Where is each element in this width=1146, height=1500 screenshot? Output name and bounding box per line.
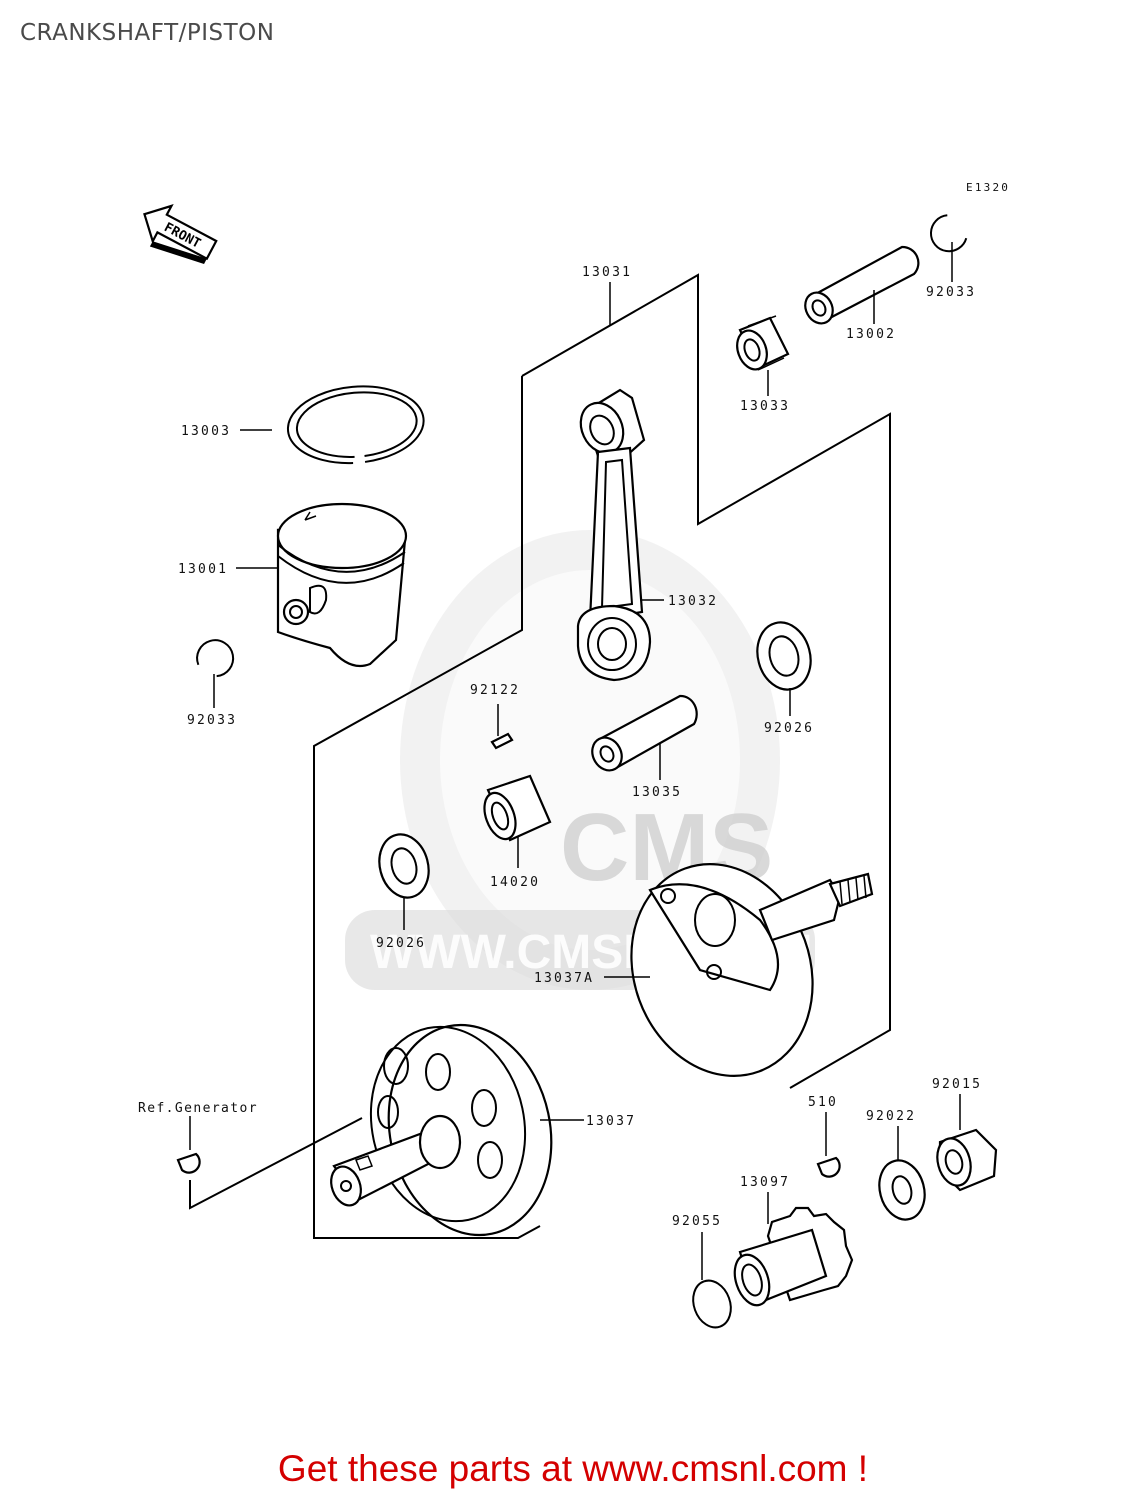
gear-icon — [733, 1206, 854, 1307]
connecting-rod-icon — [576, 388, 652, 682]
part-label-92033-left[interactable]: 92033 — [187, 713, 237, 728]
woodruff-key-icon — [176, 1152, 201, 1174]
part-label-13035[interactable]: 13035 — [632, 785, 682, 800]
diagram-code: E1320 — [966, 181, 1010, 194]
part-label-92122[interactable]: 92122 — [470, 683, 520, 698]
footer-link[interactable]: Get these parts at www.cmsnl.com ! — [277, 1448, 869, 1489]
part-label-13037A[interactable]: 13037A — [534, 971, 594, 986]
part-label-13001[interactable]: 13001 — [178, 562, 228, 577]
part-label-92055[interactable]: 92055 — [672, 1214, 722, 1229]
part-label-92033-top[interactable]: 92033 — [926, 285, 976, 300]
parts-diagram: CMS WWW.CMSNL.COM FRONT — [138, 181, 1010, 1329]
part-label-13002[interactable]: 13002 — [846, 327, 896, 342]
part-label-92015[interactable]: 92015 — [932, 1077, 982, 1092]
thrust-washer-icon — [756, 621, 812, 691]
locating-pin-icon — [490, 732, 514, 750]
piston-icon — [276, 502, 408, 668]
needle-bearing-icon — [736, 315, 790, 371]
o-ring-icon — [692, 1279, 732, 1329]
part-labels: E1320 13031 92033 13002 13033 13003 1300… — [138, 181, 1010, 1229]
part-label-13033[interactable]: 13033 — [740, 399, 790, 414]
thrust-washer-icon — [378, 833, 430, 899]
part-label-92026-right[interactable]: 92026 — [764, 721, 814, 736]
big-end-bearing-icon — [483, 774, 552, 842]
crank-pin-icon — [591, 694, 698, 772]
part-label-13031[interactable]: 13031 — [582, 265, 632, 280]
part-label-14020[interactable]: 14020 — [490, 875, 540, 890]
page-title: CRANKSHAFT/PISTON — [20, 20, 275, 46]
part-label-13037[interactable]: 13037 — [586, 1114, 636, 1129]
group-outline-13031 — [521, 273, 891, 1089]
part-label-13097[interactable]: 13097 — [740, 1175, 790, 1190]
part-label-92026-left[interactable]: 92026 — [376, 936, 426, 951]
crankshaft-right-icon — [630, 863, 874, 1077]
crankshaft-left-icon — [330, 1023, 553, 1237]
group-outline-crank — [313, 376, 541, 1239]
part-label-13003[interactable]: 13003 — [181, 424, 231, 439]
key-icon — [816, 1156, 841, 1178]
part-label-13032[interactable]: 13032 — [668, 594, 718, 609]
part-label-92022[interactable]: 92022 — [866, 1109, 916, 1124]
piston-ring-icon — [286, 385, 425, 465]
circlip-icon — [196, 639, 235, 678]
front-arrow-icon: FRONT — [143, 204, 218, 264]
group-outline-ref — [189, 1117, 363, 1210]
part-label-510[interactable]: 510 — [808, 1095, 838, 1110]
part-label-ref-generator[interactable]: Ref.Generator — [138, 1101, 258, 1116]
nut-icon — [936, 1128, 998, 1192]
circlip-icon — [929, 214, 968, 253]
piston-pin-icon — [804, 245, 920, 325]
leader-lines — [189, 242, 961, 1280]
washer-icon — [878, 1159, 926, 1221]
